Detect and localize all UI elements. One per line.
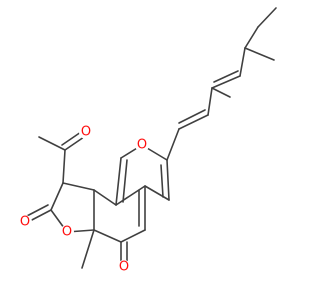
bond-acyl-c-o: [64, 136, 85, 151]
bond-c3p-c4p: [211, 75, 241, 89]
bond-c6p-c7p: [257, 7, 277, 28]
bond-c6-c7: [166, 159, 170, 201]
bond-c3a-methyl: [81, 229, 95, 269]
bond-c3p-methyl: [211, 87, 231, 98]
atom-o-lactone-ring: O: [60, 225, 74, 240]
bond-c1p-c2p: [178, 114, 209, 130]
bond-c2-o-carbonyl: [27, 209, 52, 223]
bond-c3p-c4p-double: [213, 70, 239, 83]
bond-c2-o-carbonyl-double: [24, 204, 49, 218]
bond-c1-c2: [50, 182, 64, 211]
atom-o-pyran: O: [135, 138, 149, 153]
atom-o-acetyl: O: [79, 125, 93, 140]
bond-c2p-c3p: [207, 87, 213, 116]
bond-c1p-c2p-double: [178, 109, 206, 124]
bond-c7-c1p: [166, 128, 180, 161]
bond-c9-c9a-double: [122, 159, 128, 203]
bond-c1-acyl-c: [62, 149, 66, 184]
bond-c5p-c6p: [244, 26, 259, 49]
bond-c9a-c5a: [115, 185, 146, 206]
svg-text:O: O: [137, 138, 147, 153]
bond-c6-c7-double: [160, 164, 164, 198]
bond-c9b-c1: [62, 182, 95, 191]
bond-c4-c3a: [93, 229, 122, 243]
svg-text:O: O: [62, 225, 72, 240]
molecule-structure-diagram: O O O O O: [18, 7, 277, 275]
bond-c9b-c9a: [93, 189, 117, 206]
svg-text:O: O: [119, 260, 129, 275]
bond-c9-c9a: [115, 157, 122, 206]
bond-c5-c4: [120, 229, 146, 243]
atom-o-lactone-carbonyl: O: [18, 215, 32, 230]
atom-o-ketone: O: [117, 260, 131, 275]
bond-c5a-c6: [144, 185, 170, 201]
svg-text:O: O: [20, 215, 30, 230]
svg-text:O: O: [81, 125, 91, 140]
bond-c5p-methyl: [244, 47, 275, 61]
bond-acyl-c-methyl: [38, 136, 66, 151]
bond-c4p-c5p: [239, 47, 246, 77]
bond-acyl-c-o-double: [61, 131, 82, 146]
